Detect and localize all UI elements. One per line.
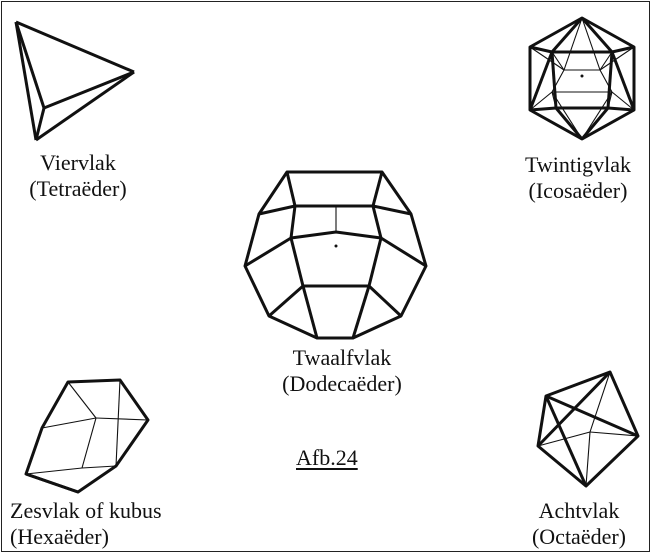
octahedron-greek-name: (Octaëder)	[531, 524, 627, 549]
icosahedron-label: Twintigvlak (Icosaëder)	[508, 152, 648, 204]
figure-caption: Afb.24	[296, 445, 358, 470]
dodecahedron-greek-name: (Dodecaëder)	[282, 371, 402, 396]
dodecahedron-icon	[241, 166, 431, 342]
dodecahedron-label: Twaalfvlak (Dodecaëder)	[262, 345, 422, 397]
dodecahedron-name: Twaalfvlak	[292, 345, 392, 370]
octahedron-name: Achtvlak	[538, 498, 620, 523]
icosahedron-name: Twintigvlak	[524, 152, 631, 177]
hexahedron-label: Zesvlak of kubus (Hexaëder)	[10, 498, 162, 550]
hexahedron-greek-name: (Hexaëder)	[10, 524, 109, 549]
tetrahedron-greek-name: (Tetraëder)	[29, 176, 127, 201]
icosahedron-icon	[522, 14, 644, 144]
octahedron-icon	[530, 370, 645, 490]
octahedron-label: Achtvlak (Octaëder)	[516, 498, 642, 550]
cube-icon	[20, 378, 155, 498]
icosahedron-greek-name: (Icosaëder)	[528, 178, 628, 203]
tetrahedron-name: Viervlak	[40, 150, 116, 175]
hexahedron-name: Zesvlak of kubus	[10, 498, 162, 523]
tetrahedron-icon	[10, 18, 140, 143]
tetrahedron-label: Viervlak (Tetraëder)	[18, 150, 138, 202]
